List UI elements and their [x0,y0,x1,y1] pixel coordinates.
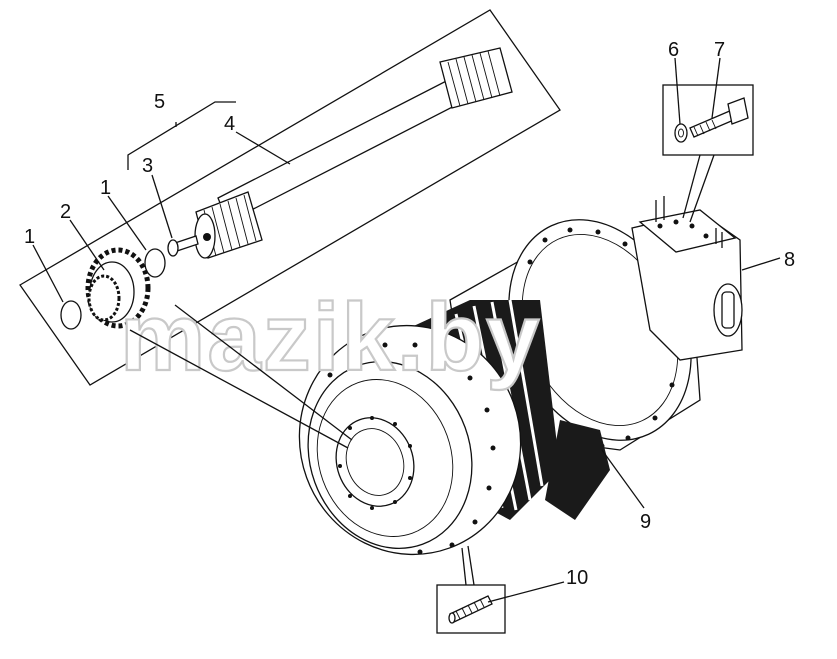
callout-6: 6 [668,39,679,61]
leader-lines-left [32,131,291,303]
callout-1-left: 1 [24,226,35,248]
leader-9 [601,449,645,509]
motor-unit [631,196,743,361]
leader-box-to-hub [129,304,353,449]
callout-4: 4 [224,113,235,135]
callout-7: 7 [714,39,725,61]
axle-shaft [194,47,513,259]
callout-5: 5 [154,91,165,113]
callout-10: 10 [566,567,588,589]
watermark-text: mazik.by [120,284,542,391]
leader-8 [741,257,781,271]
callout-2: 2 [60,201,71,223]
callout-8: 8 [784,249,795,271]
snap-ring-right [144,248,166,278]
final-drive-housing [298,219,701,556]
inset-stud [436,545,565,634]
bolt-part-3 [167,235,199,257]
shaft-assembly-box [19,9,561,386]
callout-9: 9 [640,511,651,533]
callout-3: 3 [142,155,153,177]
callout-1-right: 1 [100,177,111,199]
callout-labels: 1 2 1 3 4 5 6 7 8 9 10 [24,39,795,589]
snap-ring-left [60,300,82,330]
inset-bolt-washer [662,57,754,223]
